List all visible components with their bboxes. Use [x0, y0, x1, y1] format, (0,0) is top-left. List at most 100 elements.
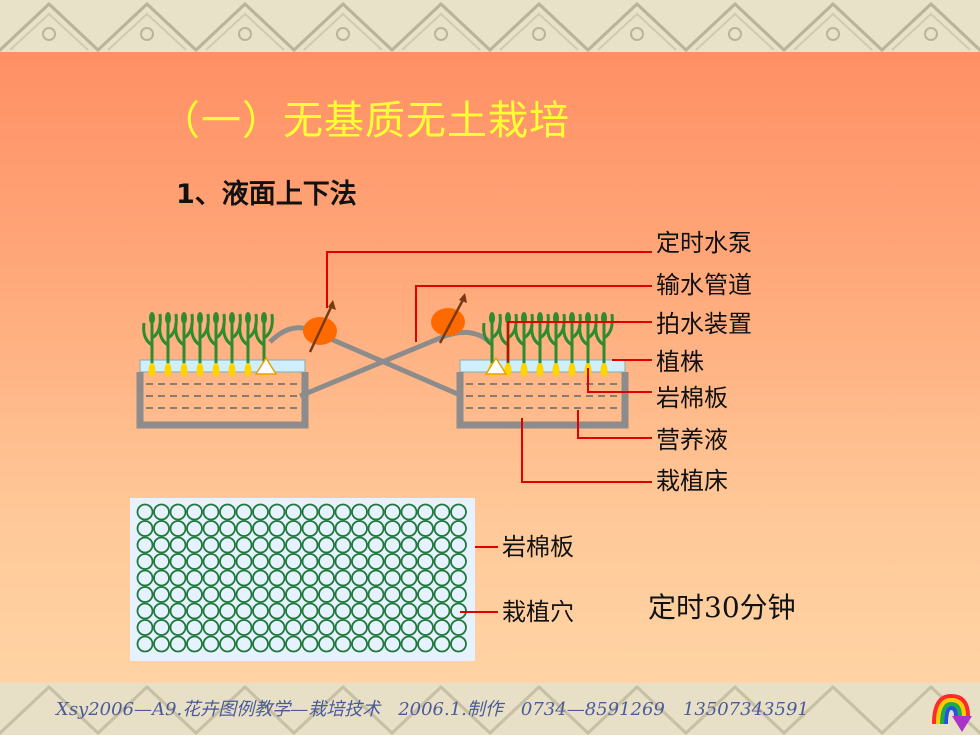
planting-hole — [219, 520, 236, 537]
planting-hole — [417, 586, 434, 603]
leader-lines — [326, 251, 652, 613]
planting-hole — [417, 520, 434, 537]
pump-icons — [303, 293, 467, 353]
label-planting-hole: 栽植穴 — [502, 598, 574, 626]
support-icon — [254, 356, 278, 375]
planting-hole — [351, 602, 368, 620]
planting-hole — [285, 586, 302, 603]
planting-hole — [235, 503, 253, 521]
planting-hole — [235, 619, 253, 636]
planting-hole — [136, 586, 154, 603]
planting-hole — [186, 602, 203, 620]
planting-hole — [301, 553, 319, 570]
planting-hole — [384, 602, 401, 620]
planting-hole — [417, 602, 434, 620]
planting-hole — [450, 635, 467, 653]
label-rockwool-board-bottom: 岩棉板 — [502, 533, 574, 561]
planting-hole — [450, 586, 467, 603]
plant-icons — [142, 312, 614, 377]
planting-hole — [384, 503, 401, 521]
planting-hole — [136, 536, 154, 554]
planting-hole — [153, 536, 170, 554]
planting-hole — [433, 503, 451, 521]
planting-hole — [400, 520, 418, 537]
planting-hole — [334, 602, 352, 620]
label-plant: 植株 — [656, 348, 704, 376]
planting-hole — [169, 619, 187, 636]
planting-hole — [384, 520, 401, 537]
planting-hole — [235, 553, 253, 570]
planting-hole — [136, 520, 154, 537]
planting-hole — [367, 635, 385, 653]
planting-hole — [169, 503, 187, 521]
rainbow-arrow-icon[interactable] — [928, 690, 974, 734]
planting-hole — [202, 569, 220, 587]
planting-hole — [169, 553, 187, 570]
planting-hole — [367, 503, 385, 521]
planting-hole — [285, 619, 302, 636]
planting-hole — [202, 602, 220, 620]
planting-hole — [268, 569, 286, 587]
planting-hole — [334, 536, 352, 554]
planting-hole — [153, 602, 170, 620]
planting-hole — [169, 569, 187, 587]
planting-hole — [219, 619, 236, 636]
planting-holes — [136, 503, 467, 653]
planting-hole — [153, 569, 170, 587]
planting-hole — [268, 602, 286, 620]
planting-hole — [351, 503, 368, 521]
planting-hole — [400, 503, 418, 521]
planting-hole — [417, 569, 434, 587]
planting-hole — [433, 536, 451, 554]
planting-hole — [252, 553, 269, 570]
planting-hole — [186, 503, 203, 521]
planting-hole — [268, 503, 286, 521]
planting-hole — [367, 536, 385, 554]
planting-hole — [202, 619, 220, 636]
planting-hole — [268, 520, 286, 537]
planting-hole — [433, 586, 451, 603]
planting-hole — [301, 503, 319, 521]
planting-hole — [450, 619, 467, 636]
planting-hole — [235, 536, 253, 554]
planting-hole — [285, 602, 302, 620]
planting-hole — [334, 553, 352, 570]
planting-hole — [384, 553, 401, 570]
planting-hole — [318, 503, 335, 521]
label-planting-bed: 栽植床 — [656, 467, 728, 495]
section-subtitle: 1、液面上下法 — [176, 179, 357, 210]
planting-hole — [351, 520, 368, 537]
planting-hole — [268, 586, 286, 603]
planting-hole — [367, 569, 385, 587]
planting-hole — [202, 536, 220, 554]
planting-hole — [186, 586, 203, 603]
planting-hole — [450, 536, 467, 554]
planting-hole — [219, 553, 236, 570]
planting-hole — [153, 553, 170, 570]
planting-hole — [202, 635, 220, 653]
planting-hole — [450, 569, 467, 587]
planting-hole — [417, 503, 434, 521]
planting-hole — [153, 619, 170, 636]
planting-hole — [202, 553, 220, 570]
planting-hole — [318, 520, 335, 537]
planting-hole — [219, 536, 236, 554]
planting-hole — [384, 536, 401, 554]
planting-hole — [202, 503, 220, 521]
planting-hole — [450, 520, 467, 537]
planting-hole — [169, 586, 187, 603]
planting-hole — [285, 503, 302, 521]
planting-hole — [318, 635, 335, 653]
page-title: （一）无基质无土栽培 — [160, 98, 570, 144]
planting-hole — [400, 635, 418, 653]
planting-hole — [318, 602, 335, 620]
planting-hole — [136, 503, 154, 521]
planting-hole — [136, 602, 154, 620]
planting-hole — [351, 569, 368, 587]
planting-hole — [400, 536, 418, 554]
planting-hole — [351, 586, 368, 603]
planting-hole — [318, 536, 335, 554]
planting-hole — [433, 520, 451, 537]
